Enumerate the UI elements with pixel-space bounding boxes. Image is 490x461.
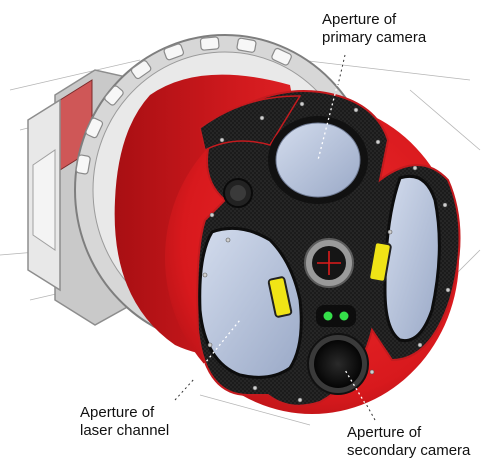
rivet [375,139,381,145]
ring-slot [271,47,292,66]
ring-slot [85,117,104,139]
laser-channel-label: Aperture of laser channel [80,404,169,440]
sensor-port [223,178,253,208]
rivet [369,369,375,375]
rivets [202,101,451,403]
rivet [445,287,451,293]
laser-channel-label-line1: Aperture of [80,404,155,421]
right-window [383,174,441,343]
rivet [442,202,448,208]
secondary-camera-label: Aperture of secondary camera [347,424,470,460]
status-leds [316,305,356,327]
rivet [417,342,423,348]
ring-slot [199,36,220,51]
secondary-camera-aperture [307,333,369,395]
rivet [412,165,418,171]
ring-slots [75,36,292,175]
primary-camera-aperture [268,116,368,204]
ring-slot [236,37,257,53]
primary-camera-label: Aperture of primary camera [322,11,426,47]
rivet [299,101,305,107]
ring-slot [163,43,185,61]
primary-camera-label-line1: Aperture of [322,11,397,28]
ring-slot [75,154,91,175]
ring-slot [104,85,124,106]
secondary-camera-label-line2: secondary camera [347,442,471,459]
laser-channel-aperture [198,226,303,379]
secondary-camera-label-line1: Aperture of [347,424,422,441]
rivet [219,137,225,143]
rivet [209,212,215,218]
rivet [202,272,208,278]
callout-leaders-outer [174,54,376,421]
laser-channel-label-line2: laser channel [80,422,170,439]
rivet [297,397,303,403]
rivet [252,385,258,391]
rivet [207,342,213,348]
rivet [353,107,359,113]
center-target [304,238,354,288]
rivet [387,229,393,235]
primary-camera-label-line2: primary camera [322,29,427,46]
rivet [259,115,265,121]
ring-slot [130,60,152,80]
rivet [225,237,231,243]
yellow-indicators [267,241,392,318]
callout-leaders [174,54,376,421]
